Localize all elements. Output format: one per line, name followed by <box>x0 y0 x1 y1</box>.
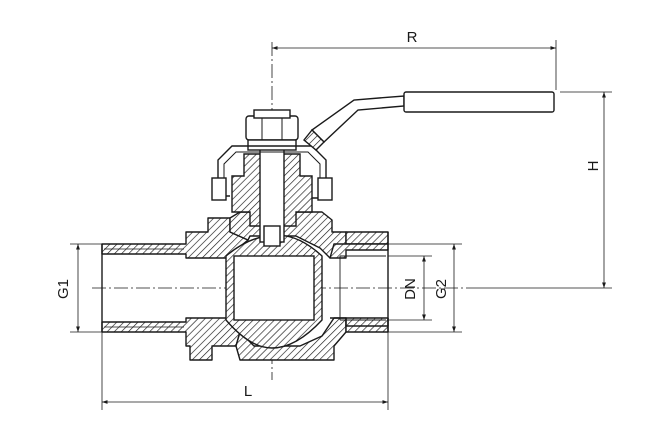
washer <box>247 139 297 151</box>
label-R: R <box>407 29 418 46</box>
left-thread-lines <box>101 244 184 332</box>
left-end-lower-wall <box>101 317 241 361</box>
label-L: L <box>244 383 252 400</box>
lever-grip <box>403 91 555 113</box>
right-end-upper-wall <box>345 231 389 245</box>
stem-assembly <box>231 109 313 247</box>
ball-bore <box>233 255 315 321</box>
label-DN: DN <box>402 278 419 300</box>
lever-base <box>303 128 325 151</box>
lever-arm <box>310 95 405 143</box>
stop-right <box>317 177 333 201</box>
stem-tip <box>263 225 281 247</box>
label-H: H <box>585 161 602 172</box>
dimensions <box>70 40 612 410</box>
stem-nut <box>245 115 299 141</box>
lever-handle <box>303 91 555 151</box>
label-G2: G2 <box>433 279 450 299</box>
left-end-upper-wall <box>101 217 249 259</box>
bracket-inner <box>223 151 321 198</box>
ball <box>225 234 323 349</box>
handle-bracket <box>211 145 333 201</box>
label-G1: G1 <box>55 279 72 299</box>
right-thread-lines <box>339 232 389 332</box>
stem-nut-top <box>253 109 291 119</box>
stop-left <box>211 177 227 201</box>
